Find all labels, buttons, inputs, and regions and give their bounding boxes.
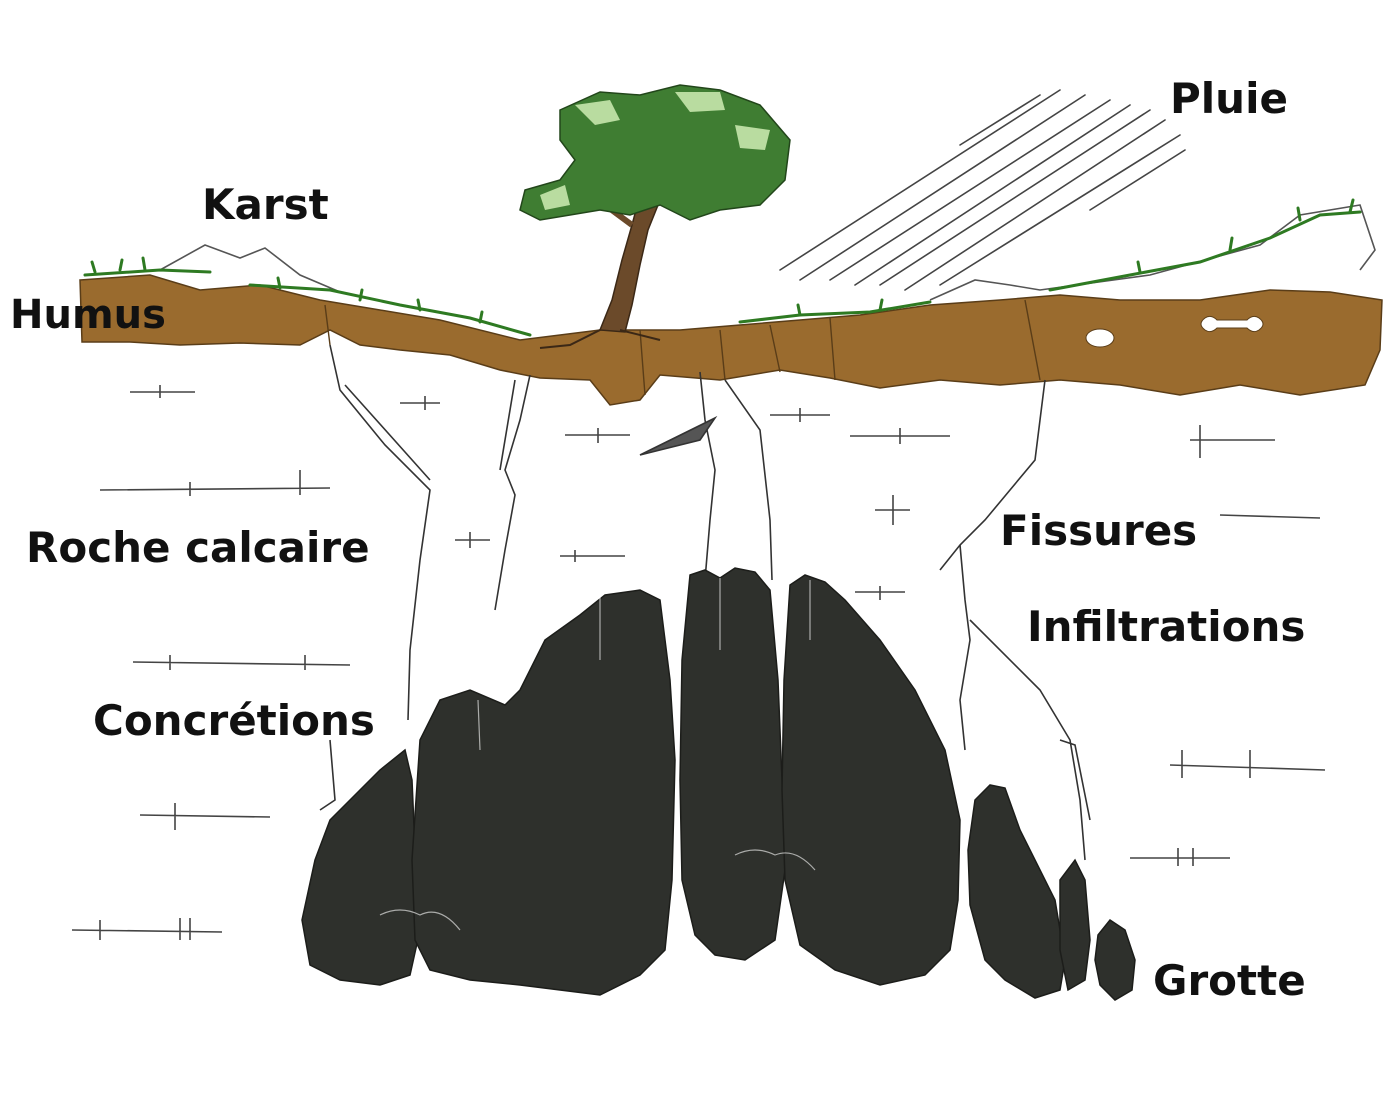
label-infiltrations: Infiltrations: [1027, 602, 1306, 651]
label-concretions: Concrétions: [93, 696, 375, 745]
label-karst: Karst: [202, 180, 329, 229]
label-pluie: Pluie: [1170, 74, 1288, 123]
concretion-7: [1094, 918, 1136, 1001]
concretion-6: [1059, 858, 1091, 992]
concretion-3: [679, 567, 786, 961]
label-humus: Humus: [10, 292, 166, 338]
soil-pebble: [1085, 328, 1115, 348]
grotte-cave: [301, 567, 1136, 1001]
bone-icon: [1200, 315, 1264, 333]
rain-streaks-icon: [779, 89, 1186, 291]
grass: [83, 198, 1362, 337]
label-fissures: Fissures: [1000, 506, 1198, 555]
fissures: [319, 344, 1091, 861]
concretion-2: [411, 589, 676, 996]
label-grotte: Grotte: [1153, 956, 1306, 1005]
humus-cracks: [324, 299, 1041, 396]
tree-icon: [519, 84, 791, 349]
label-roche-calcaire: Roche calcaire: [26, 523, 370, 572]
humus-layer: [79, 274, 1383, 406]
karst-surface: [159, 204, 1376, 301]
limestone-bedding: [71, 385, 1326, 940]
concretion-4: [781, 574, 961, 986]
concretion-1: [301, 748, 421, 986]
concretion-5: [967, 784, 1066, 999]
concretion-drips: [379, 578, 816, 931]
